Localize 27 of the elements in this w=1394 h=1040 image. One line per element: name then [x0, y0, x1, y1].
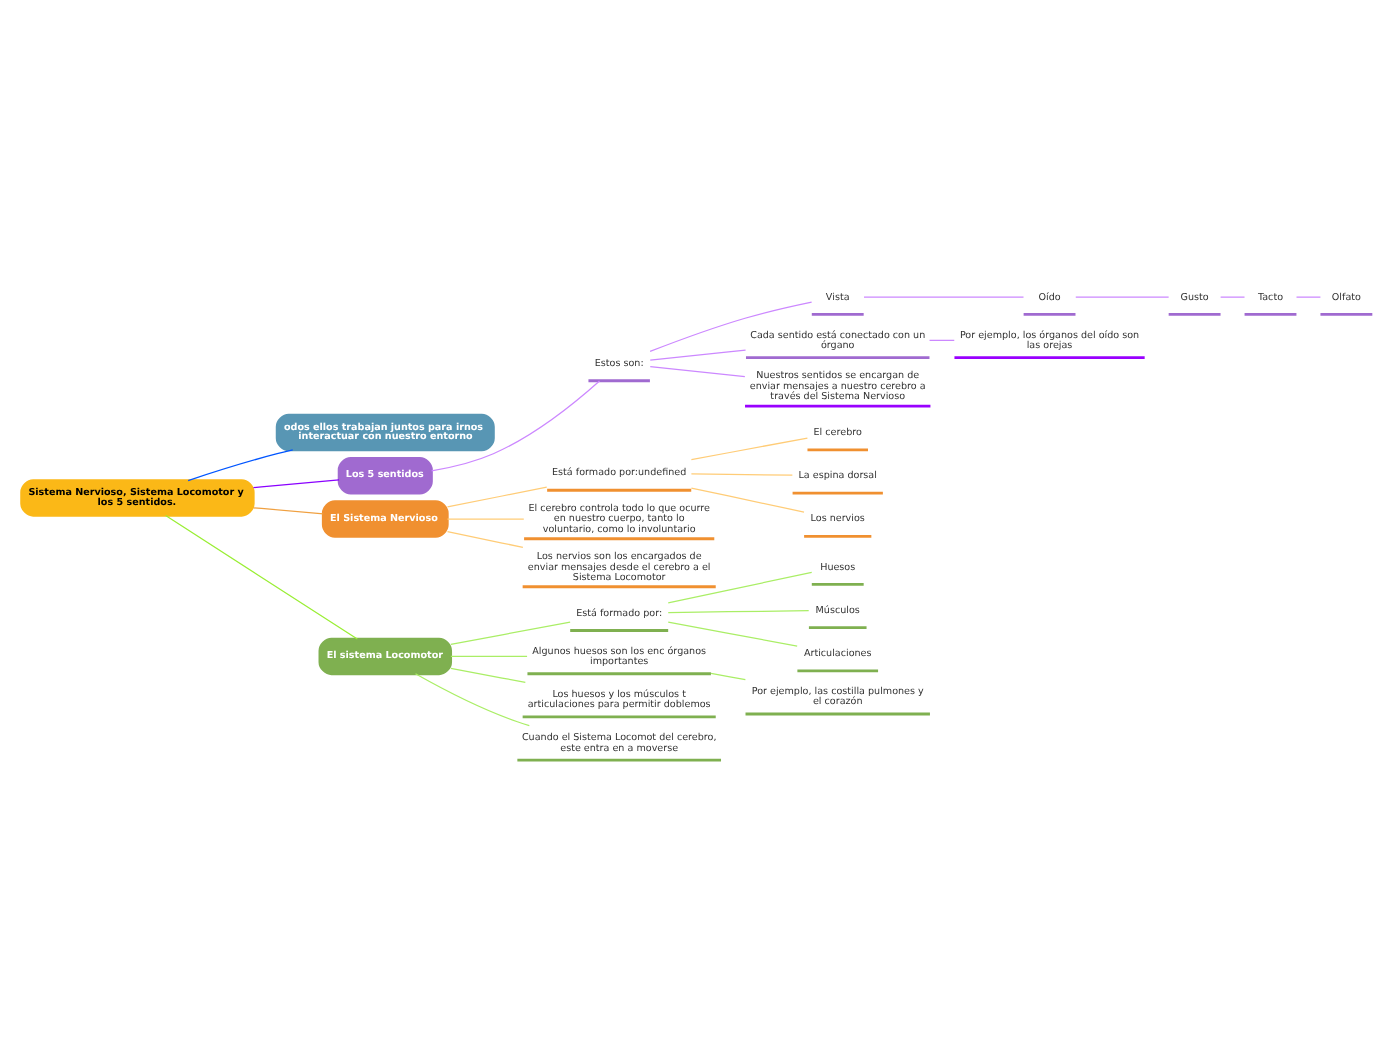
connector	[690, 473, 793, 476]
connector	[430, 380, 601, 472]
connector	[863, 296, 1025, 298]
connector	[446, 486, 548, 508]
connector	[1220, 296, 1246, 298]
connector	[187, 449, 294, 482]
connector	[649, 349, 747, 361]
connector	[710, 672, 746, 681]
connector	[165, 514, 358, 640]
connector	[414, 673, 530, 727]
connector	[690, 487, 805, 513]
connector	[252, 507, 324, 515]
connector	[450, 655, 528, 658]
connector	[649, 366, 746, 378]
connector	[690, 437, 809, 461]
connector	[446, 531, 524, 548]
connector	[252, 479, 340, 489]
connector	[667, 621, 798, 647]
connector	[446, 518, 525, 520]
connector	[1075, 296, 1170, 298]
connector	[928, 339, 955, 341]
connector	[667, 571, 813, 604]
connector	[649, 301, 813, 353]
connector	[450, 621, 571, 645]
connector	[667, 610, 810, 614]
connector	[450, 667, 526, 683]
connector	[1295, 296, 1322, 298]
